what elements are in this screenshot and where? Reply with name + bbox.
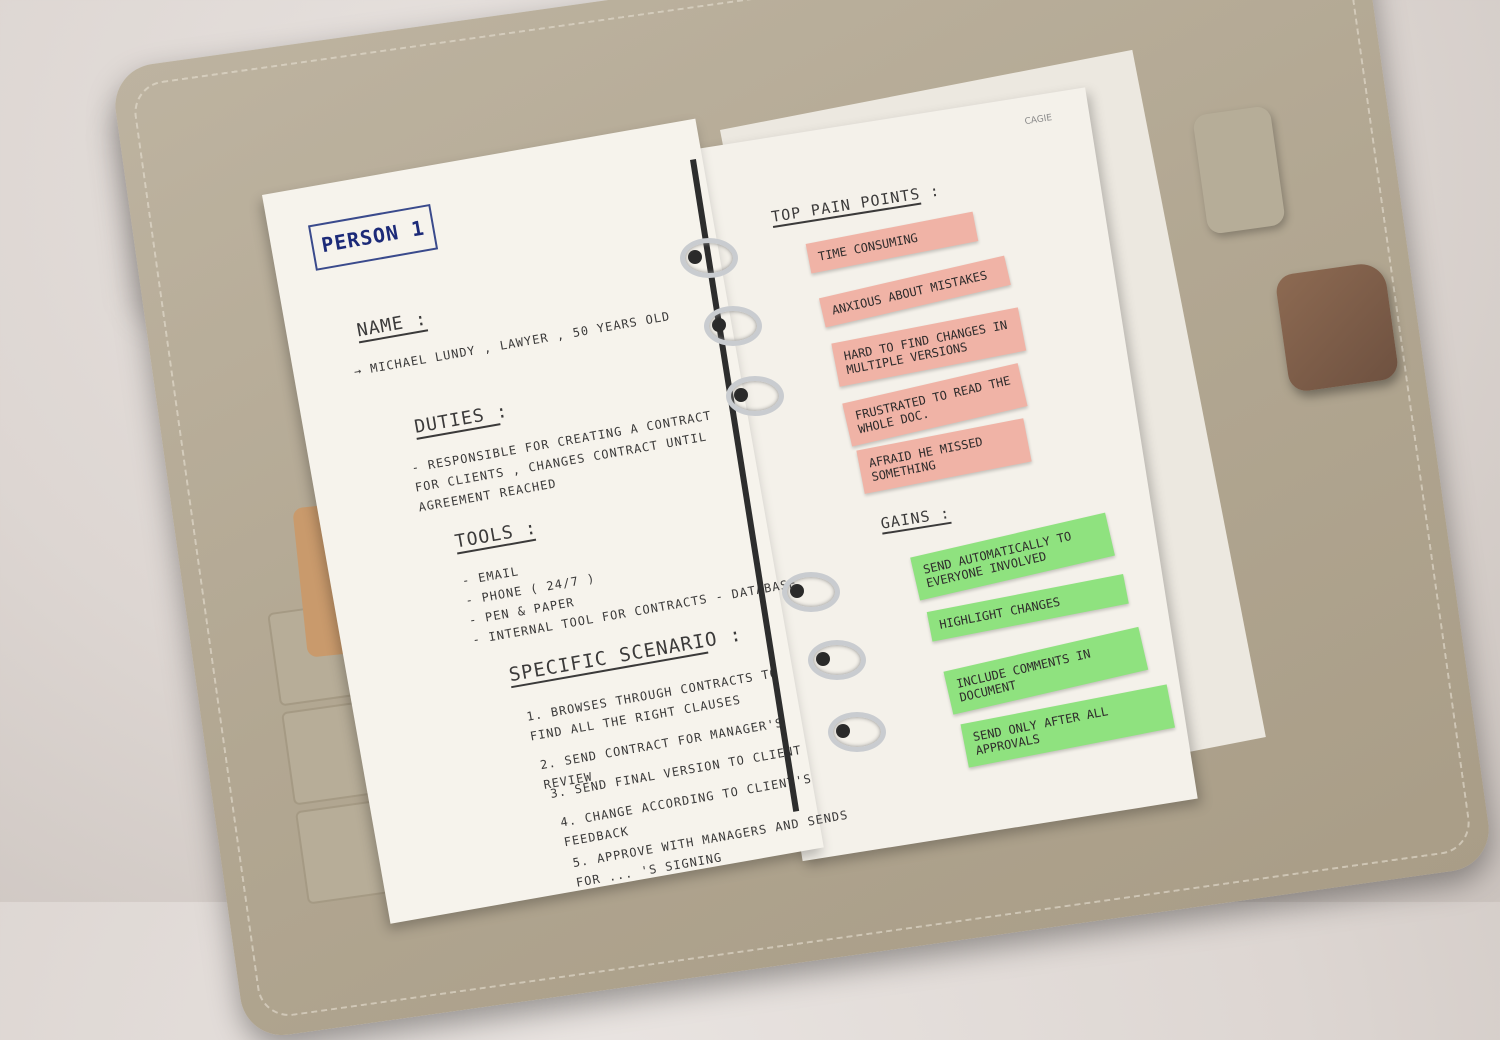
closure-tab — [1274, 260, 1400, 394]
binder-ring — [828, 712, 886, 752]
corner-label: CAGIE — [1024, 113, 1053, 128]
pain-points-heading: TOP PAIN POINTS : — [770, 182, 942, 228]
pain-note: TIME CONSUMING — [805, 211, 979, 274]
binder-ring — [782, 572, 840, 612]
binder-ring — [808, 640, 866, 680]
binder-ring — [704, 306, 762, 346]
name-heading: NAME : — [355, 308, 429, 344]
gains-heading: GAINS : — [879, 504, 952, 535]
binder-ring — [726, 376, 784, 416]
duties-heading: DUTIES : — [413, 401, 510, 440]
binder-ring — [680, 238, 738, 278]
duties-heading-text: DUTIES : — [412, 400, 510, 438]
pen-loop — [1192, 105, 1286, 235]
photo-scene: CAGIE TOP PAIN POINTS : TIME CONSUMING A… — [110, 0, 1495, 1040]
name-value: → MICHAEL LUNDY , LAWYER , 50 YEARS OLD — [352, 309, 672, 379]
tools-heading: TOOLS : — [453, 517, 539, 555]
